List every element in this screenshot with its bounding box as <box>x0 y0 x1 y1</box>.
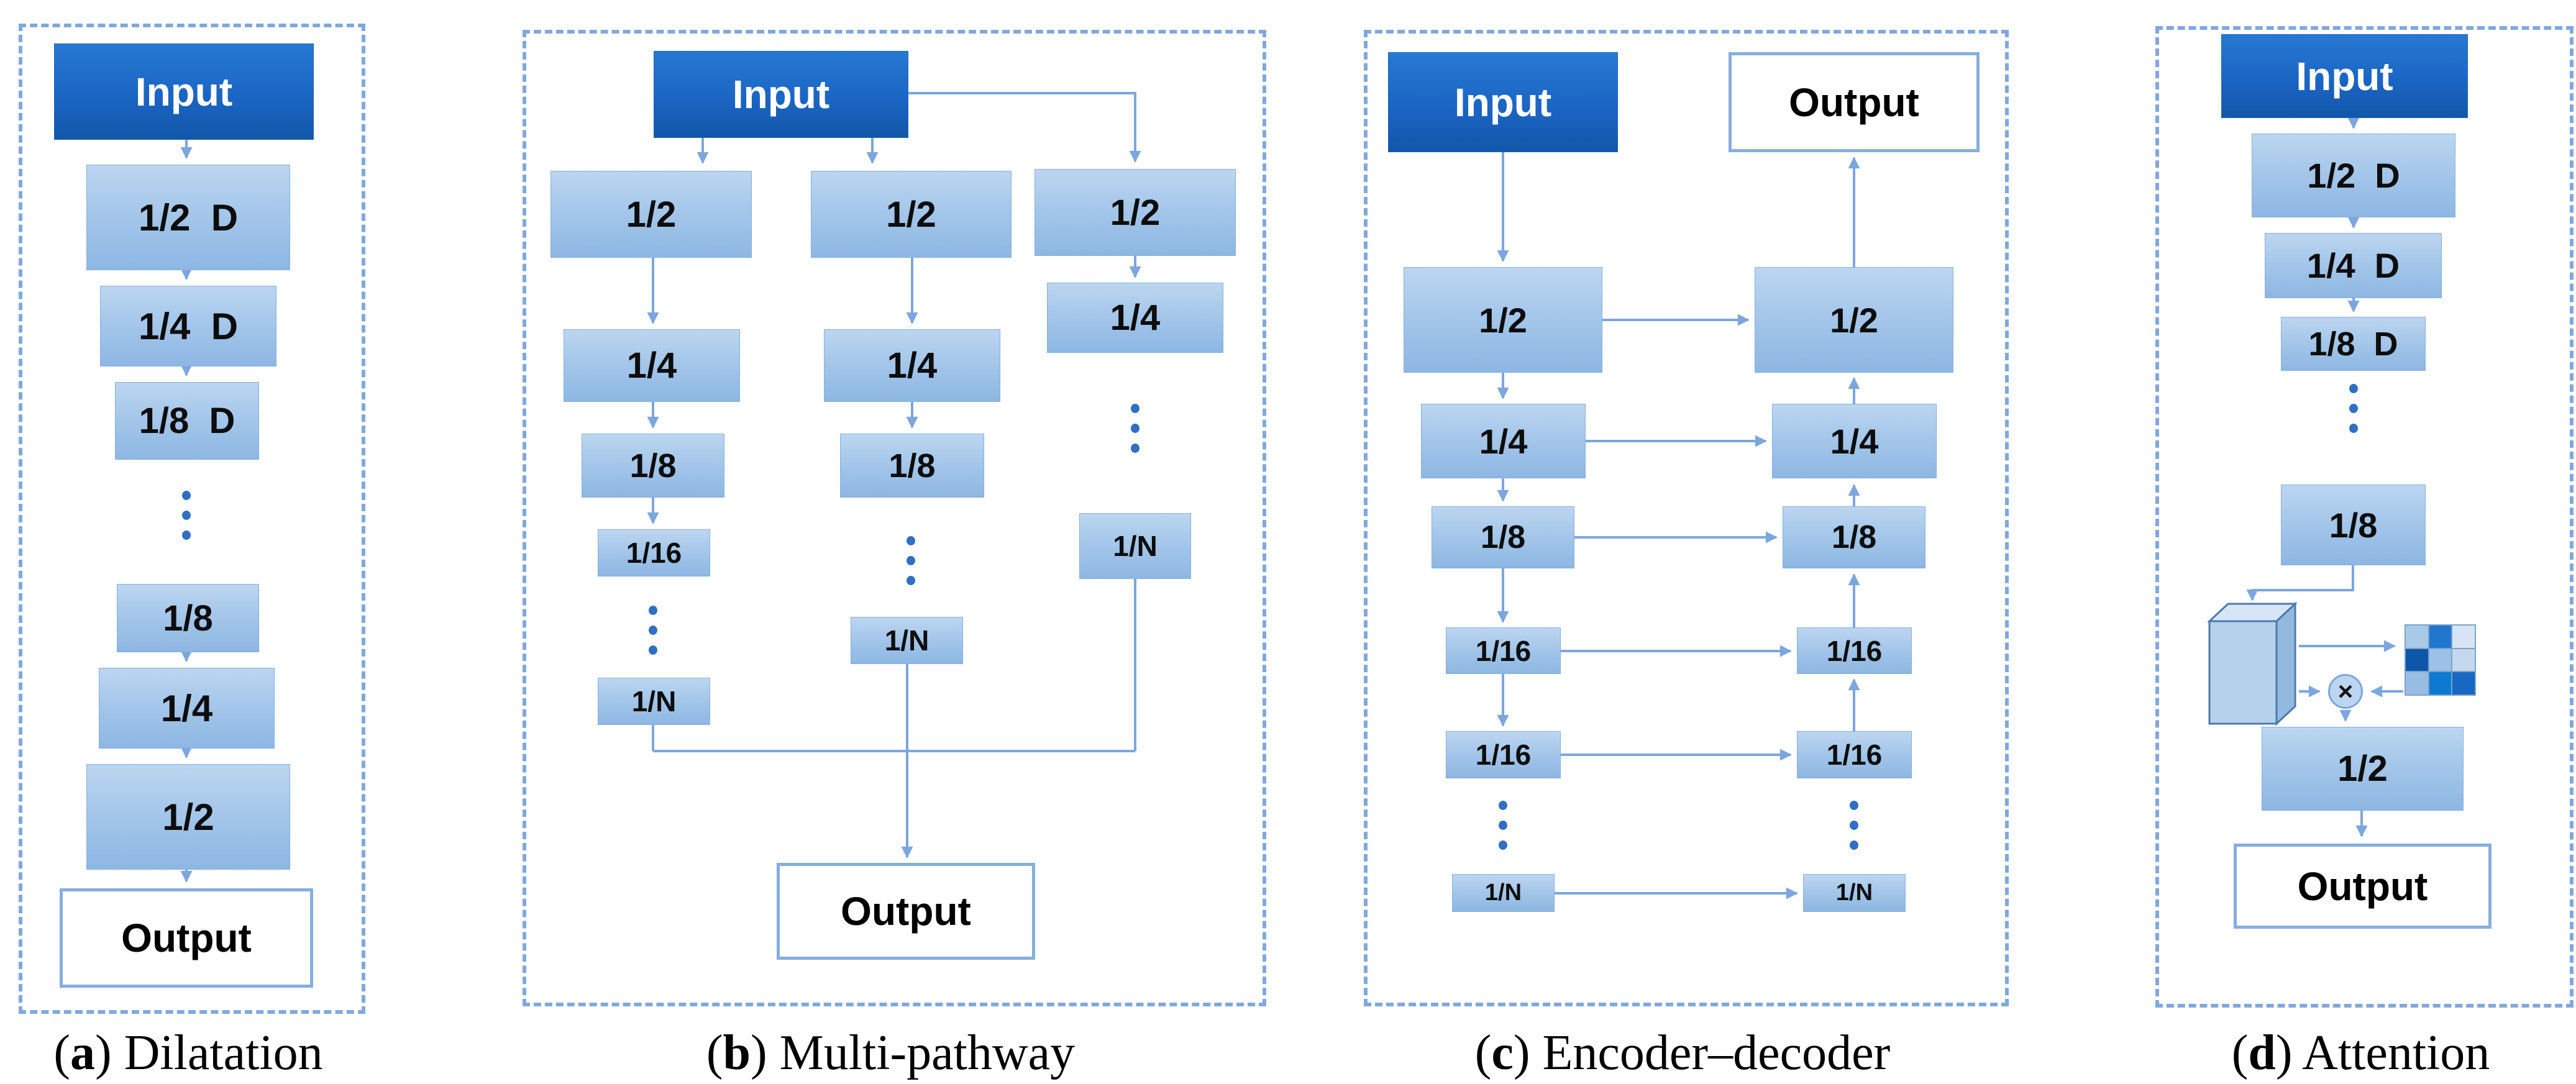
box-b-c1-quarter: 1/4 <box>564 329 740 402</box>
box-d-half-d: 1/2 D <box>2252 134 2455 217</box>
grid-cell <box>2452 626 2475 648</box>
box-c-enc-sixteenth1: 1/16 <box>1446 627 1561 674</box>
grid-cell <box>2452 649 2475 672</box>
caption-c: (c) Encoder–decoder <box>1364 1022 2001 1084</box>
box-c-enc-eighth: 1/8 <box>1432 506 1574 568</box>
box-b-c2-quarter: 1/4 <box>824 329 1000 402</box>
box-b-c2-eighth: 1/8 <box>840 434 984 498</box>
panel-c-frame <box>1364 30 2009 1006</box>
caption-a: (a) Dilatation <box>19 1022 358 1084</box>
box-d-eighth-d: 1/8 D <box>2281 317 2426 371</box>
caption-a-letter: a <box>70 1025 96 1080</box>
box-a-eighth-d: 1/8 D <box>115 382 259 460</box>
ellipsis-d <box>2349 384 2358 433</box>
box-c-dec-eighth: 1/8 <box>1783 506 1925 568</box>
box-c-dec-sixteenth2: 1/16 <box>1797 731 1912 778</box>
box-d-input: Input <box>2221 34 2468 118</box>
ellipsis-b-c3 <box>1131 404 1140 453</box>
caption-c-label: ) Encoder–decoder <box>1513 1025 1891 1080</box>
caption-c-open: ( <box>1474 1025 1492 1080</box>
box-c-dec-n: 1/N <box>1803 874 1906 912</box>
ellipsis-a <box>182 491 191 540</box>
feature-cuboid <box>2207 601 2298 726</box>
box-b-c3-n: 1/N <box>1079 513 1191 579</box>
grid-cell <box>2429 672 2452 695</box>
box-a-quarter: 1/4 <box>99 668 275 749</box>
grid-cell <box>2429 649 2452 672</box>
box-a-input: Input <box>54 43 314 140</box>
box-c-input: Input <box>1388 52 1618 152</box>
box-c-enc-n: 1/N <box>1452 874 1555 912</box>
caption-d-letter: d <box>2248 1025 2276 1080</box>
grid-cell <box>2406 649 2428 672</box>
box-a-half: 1/2 <box>86 764 290 870</box>
box-d-quarter-d: 1/4 D <box>2265 233 2442 298</box>
caption-b: (b) Multi-pathway <box>523 1022 1259 1084</box>
ellipsis-b-c2 <box>907 536 915 585</box>
caption-d: (d) Attention <box>2155 1022 2566 1084</box>
caption-b-letter: b <box>723 1025 751 1080</box>
ellipsis-c-enc <box>1499 801 1507 850</box>
box-a-quarter-d: 1/4 D <box>100 286 276 367</box>
grid-cell <box>2406 626 2428 648</box>
caption-d-open: ( <box>2231 1025 2249 1080</box>
box-c-dec-half: 1/2 <box>1755 267 1953 373</box>
grid-cell <box>2406 672 2428 695</box>
box-d-eighth: 1/8 <box>2281 485 2426 565</box>
multiply-icon: × <box>2328 674 2363 709</box>
caption-b-label: ) Multi-pathway <box>751 1025 1076 1080</box>
panel-b-frame <box>523 30 1266 1006</box>
caption-d-label: ) Attention <box>2275 1025 2490 1080</box>
box-b-c1-half: 1/2 <box>550 171 752 258</box>
box-b-c1-sixteenth: 1/16 <box>598 529 710 576</box>
multiply-symbol: × <box>2337 676 2354 706</box>
caption-b-open: ( <box>706 1025 723 1080</box>
panel-a-frame <box>19 24 365 1014</box>
box-a-output: Output <box>60 888 313 988</box>
box-c-enc-sixteenth2: 1/16 <box>1446 731 1561 778</box>
box-c-dec-quarter: 1/4 <box>1772 404 1937 478</box>
grid-cell <box>2452 672 2475 695</box>
panel-d-frame <box>2155 26 2574 1008</box>
grid-cell <box>2429 626 2452 648</box>
box-c-enc-half: 1/2 <box>1404 267 1602 373</box>
box-c-output: Output <box>1729 52 1980 152</box>
ellipsis-b-c1 <box>649 606 657 655</box>
box-b-output: Output <box>777 863 1035 960</box>
box-c-dec-sixteenth1: 1/16 <box>1797 627 1912 674</box>
ellipsis-c-dec <box>1850 801 1858 850</box>
box-b-input: Input <box>654 51 908 138</box>
box-b-c2-n: 1/N <box>851 617 963 664</box>
box-b-c2-half: 1/2 <box>811 171 1012 258</box>
box-d-half: 1/2 <box>2262 727 2464 811</box>
caption-a-label: ) Dilatation <box>95 1025 323 1080</box>
box-a-eighth: 1/8 <box>117 584 259 652</box>
box-a-half-d: 1/2 D <box>86 165 290 270</box>
caption-a-open: ( <box>53 1025 71 1080</box>
box-d-output: Output <box>2234 844 2492 929</box>
box-b-c1-eighth: 1/8 <box>582 434 724 498</box>
box-b-c3-quarter: 1/4 <box>1047 283 1223 353</box>
attention-map-grid <box>2405 624 2476 696</box>
caption-c-letter: c <box>1491 1025 1514 1080</box>
box-b-c1-n: 1/N <box>598 678 710 725</box>
box-b-c3-half: 1/2 <box>1035 169 1236 256</box>
box-c-enc-quarter: 1/4 <box>1421 404 1586 478</box>
